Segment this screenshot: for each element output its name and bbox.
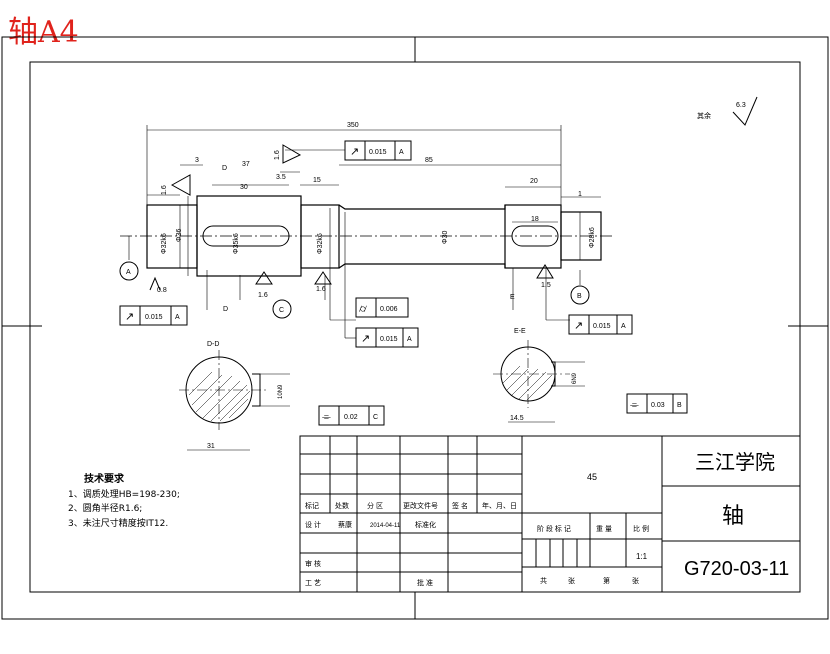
- tol7-symbol: ⌯: [630, 399, 639, 411]
- tech-item-3: 3、未注尺寸精度按IT12.: [68, 518, 169, 529]
- roughness-other-label: 其余: [697, 111, 711, 120]
- section-d-key: 10N9: [278, 384, 284, 399]
- dim-85: 85: [425, 157, 433, 164]
- dim-18: 18: [531, 216, 539, 223]
- roughness-other-value: 6.3: [736, 102, 746, 109]
- section-e-e: [493, 340, 585, 423]
- rough-1-6-left: 1.6: [161, 185, 168, 195]
- rough-1-6-top: 1.6: [274, 150, 281, 160]
- tol4-value: 0.015: [380, 336, 398, 343]
- tech-item-1: 1、调质处理HB=198-230;: [68, 490, 180, 500]
- cut-e-label: E: [510, 294, 515, 301]
- datum-c-letter: C: [279, 307, 284, 314]
- hdr-weight: 重 量: [596, 525, 612, 533]
- dim-1: 1: [578, 191, 582, 198]
- keyway-right: [511, 225, 559, 247]
- hdr-date: 年、月、日: [482, 501, 517, 510]
- tech-title: 技术要求: [84, 474, 124, 485]
- rough-0-8: 0.8: [157, 287, 167, 294]
- hdr-scale: 比 例: [633, 524, 649, 533]
- dim-15: 15: [313, 177, 321, 184]
- section-e-key: 6N9: [572, 372, 578, 384]
- tol7-datum: B: [677, 402, 682, 409]
- tol5-datum: A: [621, 323, 626, 330]
- hdr-mark: 标记: [305, 501, 319, 510]
- dim-phi-30: Φ30: [442, 231, 449, 244]
- tol1-value: 0.015: [369, 149, 387, 156]
- hdr-count: 处数: [335, 501, 349, 510]
- hdr-stage: 阶 段 标 记: [537, 524, 571, 533]
- tol3-symbol: ⌭: [359, 303, 367, 315]
- designer-name: 蔡康: [338, 520, 352, 529]
- technical-requirements: 技术要求 1、调质处理HB=198-230; 2、圆角半径R1.6; 3、未注尺…: [68, 472, 180, 531]
- dim-d: D: [222, 165, 227, 172]
- section-e-dim: 14.5: [510, 415, 524, 422]
- dim-phi-32-mid: Φ32k6: [317, 233, 324, 254]
- section-d-dim: 31: [207, 443, 215, 450]
- tol3-value: 0.006: [380, 306, 398, 313]
- tol1-symbol: ↗: [350, 146, 359, 158]
- hdr-process: 工 艺: [305, 579, 321, 587]
- datum-b-letter: B: [577, 293, 582, 300]
- title-block: [299, 435, 801, 593]
- rough-1-6-b: 1.6: [316, 286, 326, 293]
- tol6-value: 0.02: [344, 414, 358, 421]
- hdr-standard: 标准化: [415, 520, 436, 529]
- dim-phi-32-left: Φ32k6: [161, 233, 168, 254]
- section-d-d: [179, 350, 290, 451]
- tol4-datum: A: [407, 336, 412, 343]
- tol5-value: 0.015: [593, 323, 611, 330]
- datum-a-letter: A: [126, 269, 131, 276]
- tol7-value: 0.03: [651, 402, 665, 409]
- rough-1-5: 1.5: [541, 282, 551, 289]
- tol6-datum: C: [373, 414, 378, 421]
- design-date: 2014-04-11: [370, 523, 401, 529]
- dim-phi-35: Φ35k6: [233, 233, 240, 254]
- dim-20: 20: [530, 178, 538, 185]
- dim-phi-36: Φ36: [176, 229, 183, 242]
- hdr-design: 设 计: [305, 520, 321, 529]
- section-d-title: D-D: [207, 341, 219, 348]
- hdr-sign: 签 名: [452, 501, 468, 510]
- tech-item-2: 2、圆角半径R1.6;: [68, 504, 143, 515]
- dim-3-5: 3.5: [276, 174, 286, 181]
- sheet-size-title: 轴A4: [8, 15, 79, 50]
- tol2-value: 0.015: [145, 314, 163, 321]
- tol5-symbol: ↗: [574, 320, 583, 332]
- rough-1-6-a: 1.6: [258, 292, 268, 299]
- hdr-zone: 分 区: [367, 501, 383, 510]
- tol2-datum: A: [175, 314, 180, 321]
- hdr-doc: 更改文件号: [403, 501, 438, 510]
- dim-phi-28: Φ28k6: [589, 227, 596, 248]
- tol4-symbol: ↗: [361, 333, 370, 345]
- dim-30: 30: [240, 184, 248, 191]
- dim-3: 3: [195, 157, 199, 164]
- hdr-sheets: 张: [568, 576, 575, 585]
- hdr-review: 审 核: [305, 559, 321, 568]
- hdr-approve: 批 准: [417, 578, 433, 587]
- dim-37: 37: [242, 161, 250, 168]
- material-value: 45: [587, 472, 597, 482]
- dim-350: 350: [347, 122, 359, 129]
- scale-value: 1:1: [636, 552, 648, 561]
- hdr-total: 共: [540, 576, 547, 585]
- cut-d-label: D: [223, 306, 228, 313]
- tol6-symbol: ⌯: [322, 411, 331, 423]
- tol2-symbol: ↗: [125, 311, 134, 323]
- section-e-title: E-E: [514, 328, 526, 335]
- hdr-page: 第: [603, 576, 610, 585]
- tol1-datum: A: [399, 149, 404, 156]
- hdr-sheet: 张: [632, 576, 639, 585]
- part-name: 轴: [722, 503, 744, 528]
- drawing-number: G720-03-11: [684, 558, 789, 580]
- school-name: 三江学院: [695, 451, 775, 474]
